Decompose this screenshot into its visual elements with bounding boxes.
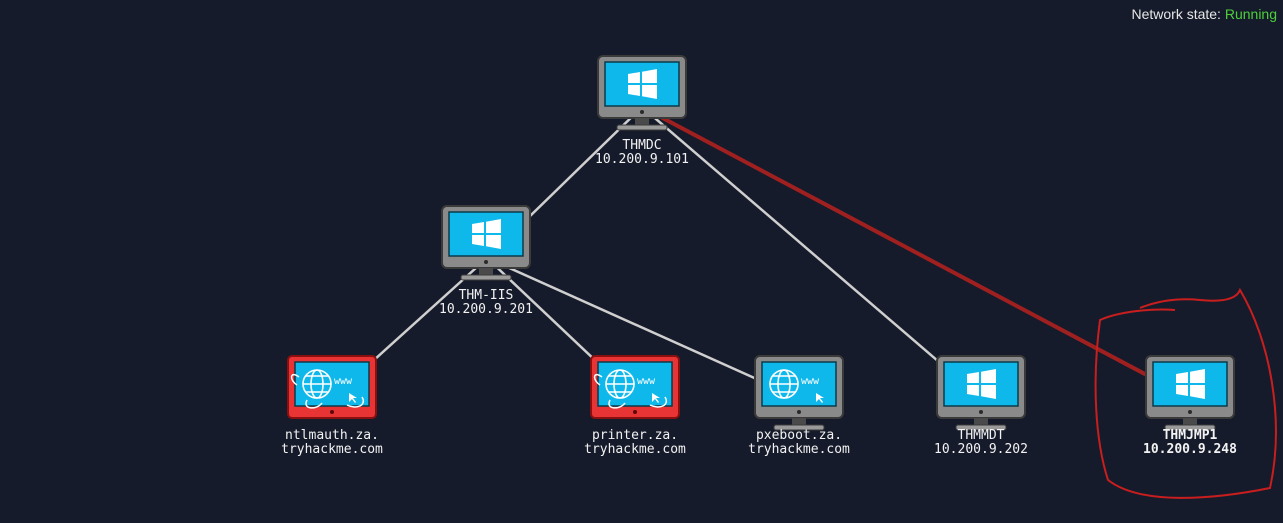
node-label: THMDC 10.200.9.101 [562, 139, 722, 167]
windows-monitor-icon [441, 205, 531, 281]
www-globe-icon [769, 369, 799, 399]
node-ip: 10.200.9.248 [1143, 442, 1237, 457]
node-label: pxeboot.za. tryhackme.com [719, 429, 879, 457]
windows-logo-icon [1176, 369, 1205, 399]
node-label: THMJMP1 10.200.9.248 [1110, 429, 1270, 457]
node-domain: tryhackme.com [584, 442, 686, 457]
node-name: THMJMP1 [1162, 428, 1218, 443]
node-name: ntlmauth.za. [285, 428, 379, 443]
web-server-monitor-icon: www [590, 355, 680, 419]
svg-text:www: www [334, 376, 353, 387]
node-name: THM-IIS [458, 288, 514, 303]
svg-text:www: www [801, 376, 820, 387]
windows-logo-icon [967, 369, 996, 399]
node-label: THMMDT 10.200.9.202 [901, 429, 1061, 457]
network-state-value: Running [1224, 6, 1277, 22]
node-thmdc[interactable]: THMDC 10.200.9.101 [562, 55, 722, 167]
node-name: pxeboot.za. [755, 428, 843, 443]
windows-logo-icon [472, 219, 501, 249]
node-thmmdt[interactable]: THMMDT 10.200.9.202 [901, 355, 1061, 457]
web-server-monitor-icon: www [287, 355, 377, 419]
active-link-thmdc-thmjmp1 [641, 105, 1191, 400]
node-label: THM-IIS 10.200.9.201 [406, 289, 566, 317]
network-state-label: Network state: [1131, 6, 1225, 22]
node-name: THMMDT [957, 428, 1005, 443]
node-ip: 10.200.9.101 [595, 152, 689, 167]
red-annotation-circle [1094, 287, 1277, 499]
node-domain: tryhackme.com [748, 442, 850, 457]
node-ntlmauth[interactable]: www ntlmauth.za. tryhackme.com [252, 355, 412, 457]
node-ip: 10.200.9.201 [439, 302, 533, 317]
node-label: ntlmauth.za. tryhackme.com [252, 429, 412, 457]
windows-monitor-icon [1145, 355, 1235, 431]
svg-text:www: www [637, 376, 656, 387]
node-domain: tryhackme.com [281, 442, 383, 457]
node-name: printer.za. [591, 428, 679, 443]
node-name: THMDC [622, 138, 662, 153]
windows-logo-icon [628, 69, 657, 99]
link-thmdc-thmmdt [641, 106, 982, 399]
web-server-monitor-icon: www [754, 355, 844, 431]
node-ip: 10.200.9.202 [934, 442, 1028, 457]
node-label: printer.za. tryhackme.com [555, 429, 715, 457]
node-pxeboot[interactable]: www pxeboot.za. tryhackme.com [719, 355, 879, 457]
windows-monitor-icon [597, 55, 687, 131]
www-globe-icon [302, 369, 332, 399]
node-printer[interactable]: www printer.za. tryhackme.com [555, 355, 715, 457]
node-thm-iis[interactable]: THM-IIS 10.200.9.201 [406, 205, 566, 317]
network-state: Network state: Running [1131, 6, 1277, 22]
node-thmjmp1[interactable]: THMJMP1 10.200.9.248 [1110, 355, 1270, 457]
link-thmiis-pxeboot [486, 256, 800, 400]
windows-monitor-icon [936, 355, 1026, 431]
www-globe-icon [605, 369, 635, 399]
